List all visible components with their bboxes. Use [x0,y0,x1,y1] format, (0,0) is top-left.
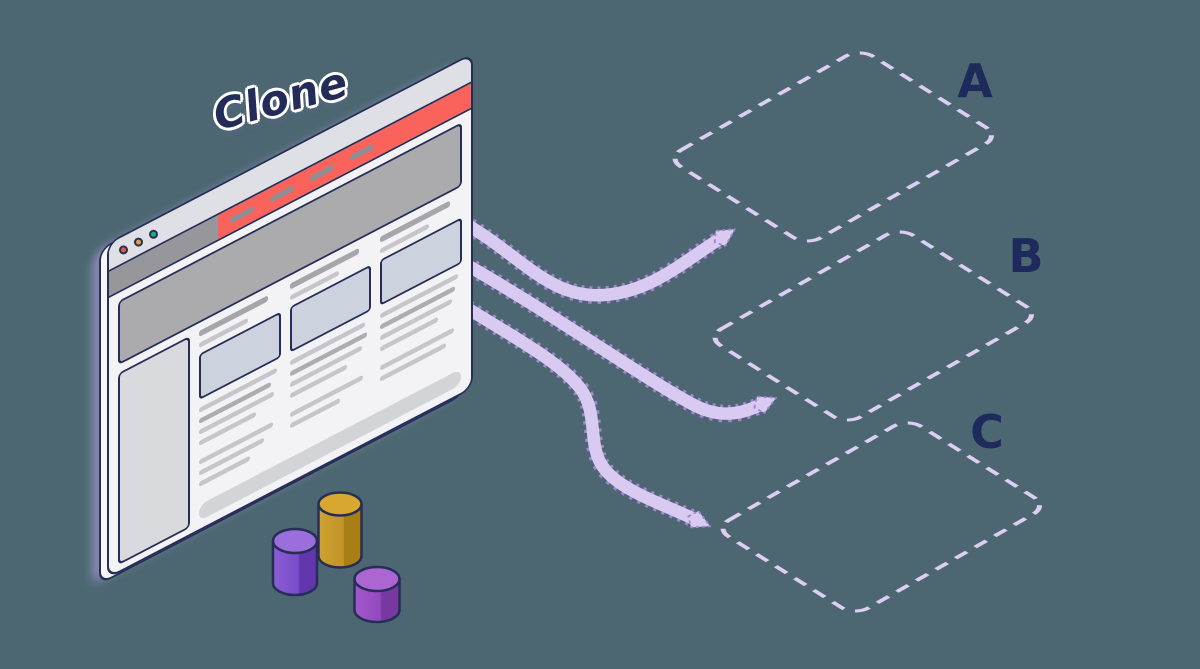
traffic-light-zoom-icon [149,229,158,239]
target-label-a: A [957,54,993,108]
target-box-b [712,230,1035,422]
arrow-to-a [455,214,718,304]
arrow-to-c [460,300,692,518]
traffic-light-minimize-icon [134,237,143,247]
sidebar-panel [118,335,190,566]
purple-cylinder-large [271,527,319,597]
nav-menu-item-dash [309,164,334,183]
arrow-to-b [458,256,758,414]
nav-menu-item-dash [269,184,294,204]
target-box-c [720,421,1043,613]
target-box-a [672,51,995,243]
nav-menu-item-dash [349,143,374,162]
nav-menu-item-dash [229,205,254,225]
purple-cylinder-small [353,565,401,624]
target-label-b: B [1008,229,1044,283]
gold-cylinder [317,491,363,569]
traffic-light-close-icon [119,244,128,254]
target-label-c: C [970,405,1004,459]
